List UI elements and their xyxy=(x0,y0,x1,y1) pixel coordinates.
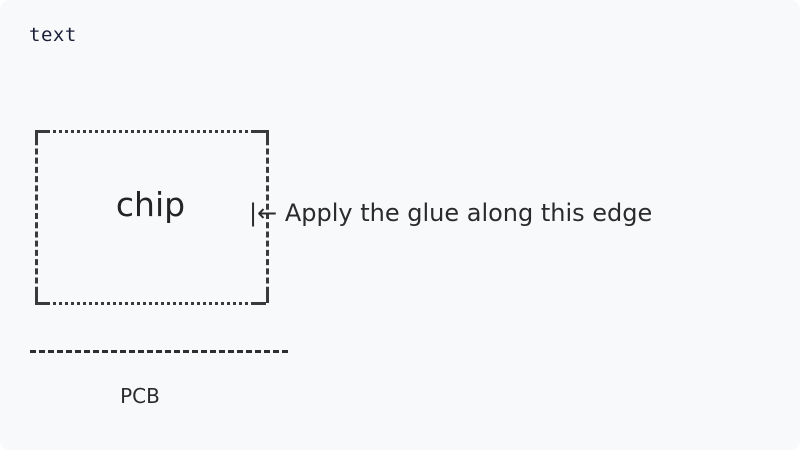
pcb-label: PCB xyxy=(120,384,160,408)
chip-corner-bottom-left-horizontal xyxy=(35,302,48,305)
chip-corner-top-right-vertical xyxy=(266,130,269,145)
chip-outline-bottom-edge xyxy=(35,302,266,305)
chip-label: chip xyxy=(115,185,186,224)
chip-outline-top-edge xyxy=(35,130,266,133)
text-note-label: text xyxy=(29,24,77,46)
chip-corner-top-left-horizontal xyxy=(35,130,48,133)
chip-corner-top-right-horizontal xyxy=(253,130,266,133)
chip-outline xyxy=(35,130,269,305)
chip-outline-right-edge xyxy=(266,130,269,302)
chip-corner-bottom-right-vertical xyxy=(266,288,269,303)
chip-outline-left-edge xyxy=(35,130,38,302)
chip-corner-top-left-vertical xyxy=(35,130,38,145)
chip-corner-bottom-left-vertical xyxy=(35,288,38,303)
pcb-substrate-line xyxy=(30,350,288,353)
glue-edge-annotation: |← Apply the glue along this edge xyxy=(249,199,653,227)
chip-corner-bottom-right-horizontal xyxy=(253,302,266,305)
